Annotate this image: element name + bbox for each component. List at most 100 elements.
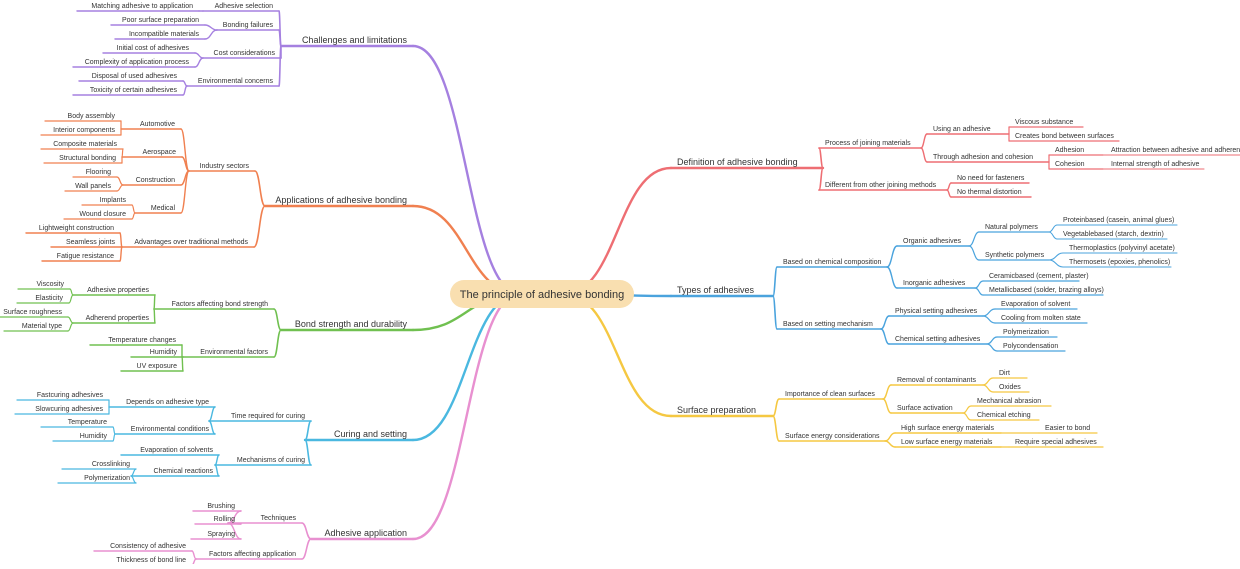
node-ceramicbased-cement-plaster[interactable]: Ceramicbased (cement, plaster) [982,273,1089,282]
node-oxides[interactable]: Oxides [992,384,1030,393]
node-importance-of-clean-surfaces[interactable]: Importance of clean surfaces [778,391,884,400]
node-advantages-over-traditional-methods[interactable]: Advantages over traditional methods [121,239,255,248]
node-flooring[interactable]: Flooring [72,169,118,178]
node-wound-closure[interactable]: Wound closure [63,211,133,220]
node-consistency-of-adhesive[interactable]: Consistency of adhesive [93,543,193,552]
node-attraction-between-adhesive-and-adherend[interactable]: Attraction between adhesive and adherend [1104,147,1240,156]
node-applications-of-adhesive-bonding[interactable]: Applications of adhesive bonding [263,195,415,208]
node-polymerization[interactable]: Polymerization [996,329,1058,338]
node-industry-sectors[interactable]: Industry sectors [188,163,256,172]
node-definition-of-adhesive-bonding[interactable]: Definition of adhesive bonding [669,157,825,170]
node-fatigue-resistance[interactable]: Fatigue resistance [41,253,121,262]
node-through-adhesion-and-cohesion[interactable]: Through adhesion and cohesion [926,154,1050,163]
node-environmental-conditions[interactable]: Environmental conditions [114,426,216,435]
node-mechanical-abrasion[interactable]: Mechanical abrasion [970,398,1052,407]
node-interior-components[interactable]: Interior components [40,127,122,136]
node-techniques[interactable]: Techniques [227,515,303,524]
node-adhesive-properties[interactable]: Adhesive properties [72,287,156,296]
node-body-assembly[interactable]: Body assembly [44,113,122,122]
central-topic[interactable]: The principle of adhesive bonding [450,280,634,308]
node-organic-adhesives[interactable]: Organic adhesives [896,238,970,247]
node-chemical-etching[interactable]: Chemical etching [970,412,1040,421]
node-elasticity[interactable]: Elasticity [16,295,70,304]
node-no-thermal-distortion[interactable]: No thermal distortion [950,189,1032,198]
node-evaporation-of-solvent[interactable]: Evaporation of solvent [994,301,1078,310]
node-thermosets-epoxies-phenolics[interactable]: Thermosets (epoxies, phenolics) [1062,259,1172,268]
node-crosslinking[interactable]: Crosslinking [61,461,137,470]
node-types-of-adhesives[interactable]: Types of adhesives [669,285,775,298]
node-humidity[interactable]: Humidity [52,433,114,442]
node-natural-polymers[interactable]: Natural polymers [978,224,1050,233]
node-inorganic-adhesives[interactable]: Inorganic adhesives [896,280,976,289]
node-spraying[interactable]: Spraying [190,531,242,540]
node-vegetablebased-starch-dextrin[interactable]: Vegetablebased (starch, dextrin) [1056,231,1168,240]
node-proteinbased-casein-animal-glues[interactable]: Proteinbased (casein, animal glues) [1056,217,1178,226]
node-cooling-from-molten-state[interactable]: Cooling from molten state [994,315,1088,324]
node-polycondensation[interactable]: Polycondensation [996,343,1066,352]
node-curing-and-setting[interactable]: Curing and setting [303,429,415,442]
node-thermoplastics-polyvinyl-acetate[interactable]: Thermoplastics (polyvinyl acetate) [1062,245,1178,254]
node-adhesion[interactable]: Adhesion [1048,147,1104,156]
node-different-from-other-joining-methods[interactable]: Different from other joining methods [818,182,948,191]
node-synthetic-polymers[interactable]: Synthetic polymers [978,252,1050,261]
node-complexity-of-application-process[interactable]: Complexity of application process [72,59,196,68]
node-adherend-properties[interactable]: Adherend properties [72,315,156,324]
node-environmental-concerns[interactable]: Environmental concerns [186,78,280,87]
node-medical[interactable]: Medical [134,205,182,214]
central-topic-box[interactable] [450,280,634,308]
node-process-of-joining-materials[interactable]: Process of joining materials [818,140,922,149]
node-cost-considerations[interactable]: Cost considerations [202,50,282,59]
node-using-an-adhesive[interactable]: Using an adhesive [926,126,1010,135]
node-structural-bonding[interactable]: Structural bonding [43,155,123,164]
node-chemical-reactions[interactable]: Chemical reactions [130,468,220,477]
node-incompatible-materials[interactable]: Incompatible materials [114,31,206,40]
node-polymerization[interactable]: Polymerization [57,475,137,484]
node-fastcuring-adhesives[interactable]: Fastcuring adhesives [16,392,110,401]
node-initial-cost-of-adhesives[interactable]: Initial cost of adhesives [102,45,196,54]
node-brushing[interactable]: Brushing [192,503,242,512]
node-disposal-of-used-adhesives[interactable]: Disposal of used adhesives [78,73,184,82]
node-uv-exposure[interactable]: UV exposure [120,363,184,372]
node-surface-activation[interactable]: Surface activation [890,405,964,414]
node-viscous-substance[interactable]: Viscous substance [1008,119,1084,128]
node-viscosity[interactable]: Viscosity [17,281,71,290]
node-surface-energy-considerations[interactable]: Surface energy considerations [778,433,886,442]
node-material-type[interactable]: Material type [3,323,69,332]
node-cohesion[interactable]: Cohesion [1048,161,1104,170]
node-bonding-failures[interactable]: Bonding failures [216,22,280,31]
node-implants[interactable]: Implants [81,197,133,206]
node-evaporation-of-solvents[interactable]: Evaporation of solvents [120,447,220,456]
node-wall-panels[interactable]: Wall panels [64,183,118,192]
node-construction[interactable]: Construction [122,177,182,186]
node-creates-bond-between-surfaces[interactable]: Creates bond between surfaces [1008,133,1120,142]
node-poor-surface-preparation[interactable]: Poor surface preparation [110,17,206,26]
node-slowcuring-adhesives[interactable]: Slowcuring adhesives [14,406,110,415]
node-aerospace[interactable]: Aerospace [121,149,183,158]
node-temperature-changes[interactable]: Temperature changes [89,337,183,346]
node-require-special-adhesives[interactable]: Require special adhesives [1008,439,1104,448]
node-composite-materials[interactable]: Composite materials [40,141,124,150]
node-seamless-joints[interactable]: Seamless joints [50,239,122,248]
node-removal-of-contaminants[interactable]: Removal of contaminants [890,377,984,386]
node-surface-roughness[interactable]: Surface roughness [0,309,69,318]
node-rolling[interactable]: Rolling [194,516,242,525]
node-factors-affecting-bond-strength[interactable]: Factors affecting bond strength [153,301,275,310]
node-high-surface-energy-materials[interactable]: High surface energy materials [894,425,1002,434]
node-toxicity-of-certain-adhesives[interactable]: Toxicity of certain adhesives [72,87,184,96]
node-lightweight-construction[interactable]: Lightweight construction [25,225,121,234]
node-mechanisms-of-curing[interactable]: Mechanisms of curing [214,457,312,466]
node-internal-strength-of-adhesive[interactable]: Internal strength of adhesive [1104,161,1205,170]
node-adhesive-selection[interactable]: Adhesive selection [202,3,280,12]
node-time-required-for-curing[interactable]: Time required for curing [208,413,312,422]
node-bond-strength-and-durability[interactable]: Bond strength and durability [279,319,415,332]
node-metallicbased-solder-brazing-alloys[interactable]: Metallicbased (solder, brazing alloys) [982,287,1104,296]
node-challenges-and-limitations[interactable]: Challenges and limitations [279,35,415,48]
node-chemical-setting-adhesives[interactable]: Chemical setting adhesives [888,336,988,345]
node-easier-to-bond[interactable]: Easier to bond [1038,425,1098,434]
node-based-on-setting-mechanism[interactable]: Based on setting mechanism [776,321,882,330]
node-adhesive-application[interactable]: Adhesive application [309,528,415,541]
node-no-need-for-fasteners[interactable]: No need for fasteners [950,175,1030,184]
node-factors-affecting-application[interactable]: Factors affecting application [195,551,303,560]
node-low-surface-energy-materials[interactable]: Low surface energy materials [894,439,1002,448]
node-environmental-factors[interactable]: Environmental factors [181,349,275,358]
